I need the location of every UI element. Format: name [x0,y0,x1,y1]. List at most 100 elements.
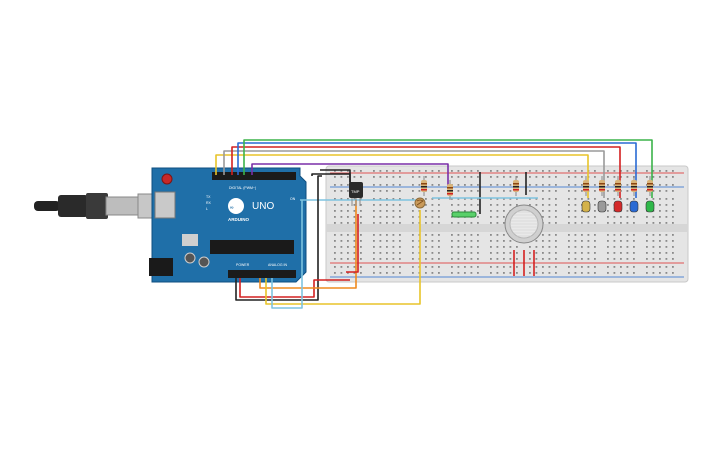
breadboard-hole[interactable] [587,258,590,260]
breadboard-hole[interactable] [425,258,427,260]
wire-green-led5[interactable] [243,139,653,198]
breadboard-hole[interactable] [542,272,544,274]
breadboard-hole[interactable] [340,190,343,192]
breadboard-hole[interactable] [613,170,616,172]
breadboard-hole[interactable] [574,190,577,192]
breadboard-hole[interactable] [451,216,453,218]
breadboard-hole[interactable] [574,210,577,212]
breadboard-hole[interactable] [490,272,492,274]
breadboard-hole[interactable] [334,240,336,242]
breadboard-hole[interactable] [373,198,375,200]
wire-lightblue-a2[interactable] [271,200,303,309]
breadboard-hole[interactable] [360,216,362,218]
breadboard-hole[interactable] [334,216,336,218]
breadboard-hole[interactable] [490,184,492,186]
breadboard-hole[interactable] [516,258,518,260]
breadboard-hole[interactable] [607,266,609,268]
breadboard-hole[interactable] [347,204,349,206]
breadboard-hole[interactable] [652,184,655,186]
breadboard-hole[interactable] [386,204,388,206]
breadboard-hole[interactable] [542,198,544,200]
breadboard-hole[interactable] [516,170,518,172]
breadboard-hole[interactable] [425,170,427,172]
breadboard-hole[interactable] [652,266,655,268]
breadboard-hole[interactable] [477,222,479,224]
breadboard-hole[interactable] [347,240,349,242]
breadboard-hole[interactable] [412,272,414,274]
breadboard-hole[interactable] [418,190,421,192]
breadboard-hole[interactable] [431,240,434,242]
breadboard-hole[interactable] [535,170,538,172]
breadboard-hole[interactable] [529,266,531,268]
breadboard-hole[interactable] [568,190,570,192]
breadboard-hole[interactable] [347,246,349,248]
breadboard-hole[interactable] [392,258,395,260]
breadboard-hole[interactable] [568,184,570,186]
breadboard-hole[interactable] [457,184,460,186]
led[interactable] [645,200,655,213]
breadboard-hole[interactable] [672,240,674,242]
breadboard-hole[interactable] [470,272,473,274]
breadboard-hole[interactable] [477,210,479,212]
breadboard-hole[interactable] [470,184,473,186]
temperature-sensor[interactable]: TMP [349,182,363,206]
breadboard-hole[interactable] [490,258,492,260]
breadboard-hole[interactable] [574,204,577,206]
breadboard-hole[interactable] [464,240,466,242]
breadboard-hole[interactable] [386,252,388,254]
breadboard-hole[interactable] [431,266,434,268]
breadboard-hole[interactable] [503,210,505,212]
breadboard-hole[interactable] [470,240,473,242]
breadboard-hole[interactable] [412,216,414,218]
breadboard-hole[interactable] [574,216,577,218]
breadboard-hole[interactable] [542,184,544,186]
breadboard-hole[interactable] [620,258,622,260]
breadboard-hole[interactable] [457,210,460,212]
breadboard-hole[interactable] [672,222,674,224]
breadboard-hole[interactable] [594,258,596,260]
breadboard-hole[interactable] [464,184,466,186]
breadboard-hole[interactable] [386,222,388,224]
breadboard-hole[interactable] [451,246,453,248]
breadboard-hole[interactable] [574,272,577,274]
breadboard-hole[interactable] [438,216,440,218]
breadboard-hole[interactable] [574,176,577,178]
breadboard-hole[interactable] [548,190,551,192]
breadboard-hole[interactable] [652,234,655,236]
breadboard-hole[interactable] [659,266,661,268]
breadboard-hole[interactable] [581,252,583,254]
breadboard-hole[interactable] [490,198,492,200]
breadboard-hole[interactable] [477,190,479,192]
breadboard-hole[interactable] [373,222,375,224]
breadboard-hole[interactable] [347,190,349,192]
breadboard-hole[interactable] [438,198,440,200]
breadboard-hole[interactable] [490,240,492,242]
breadboard-hole[interactable] [353,210,356,212]
breadboard-hole[interactable] [340,170,343,172]
breadboard-hole[interactable] [529,198,531,200]
breadboard-hole[interactable] [490,246,492,248]
breadboard-hole[interactable] [464,246,466,248]
breadboard-hole[interactable] [516,198,518,200]
breadboard-hole[interactable] [490,170,492,172]
breadboard-hole[interactable] [581,216,583,218]
breadboard-hole[interactable] [555,252,557,254]
breadboard-hole[interactable] [659,252,661,254]
breadboard-hole[interactable] [568,210,570,212]
breadboard-hole[interactable] [386,266,388,268]
breadboard-hole[interactable] [646,216,648,218]
breadboard-hole[interactable] [399,258,401,260]
breadboard-hole[interactable] [379,190,382,192]
breadboard-hole[interactable] [665,234,668,236]
breadboard-hole[interactable] [496,240,499,242]
breadboard-hole[interactable] [431,204,434,206]
breadboard-hole[interactable] [516,252,518,254]
breadboard-hole[interactable] [587,266,590,268]
breadboard-hole[interactable] [412,266,414,268]
wire-red-sensor[interactable] [346,214,359,273]
breadboard-hole[interactable] [360,252,362,254]
breadboard-hole[interactable] [555,176,557,178]
breadboard-hole[interactable] [613,184,616,186]
breadboard-hole[interactable] [464,198,466,200]
breadboard-hole[interactable] [412,210,414,212]
